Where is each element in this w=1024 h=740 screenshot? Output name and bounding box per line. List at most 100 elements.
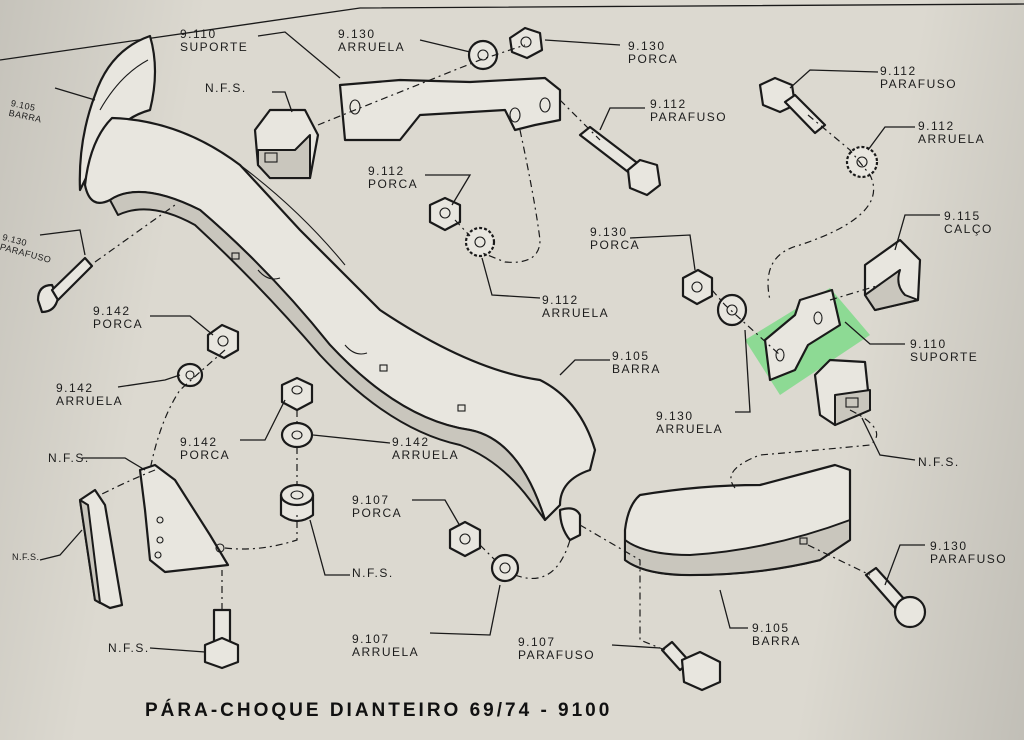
plate-nfs <box>78 488 124 610</box>
assembly-line <box>559 99 601 141</box>
part-code: 9.110 <box>910 337 947 351</box>
label-nfs-right: N.F.S. <box>918 456 960 469</box>
washer-top <box>467 39 499 71</box>
nut-mid-right <box>681 268 714 306</box>
part-code: 9.107 <box>518 635 556 649</box>
part-code: 9.130 <box>590 225 628 239</box>
top-mounting-bracket <box>338 76 562 142</box>
bolt-9107 <box>660 640 722 692</box>
part-name: PORCA <box>368 177 419 191</box>
part-name: N.F.S. <box>918 455 960 469</box>
label-9112-parafuso-right: 9.112 PARAFUSO <box>880 65 957 91</box>
part-code: 9.142 <box>56 381 94 395</box>
part-name: ARRUELA <box>656 422 724 436</box>
label-9112-arruela-right: 9.112 ARRUELA <box>918 120 985 146</box>
assembly-line <box>711 289 781 356</box>
part-code: 9.142 <box>93 304 131 318</box>
part-code: 9.130 <box>628 39 666 53</box>
label-9112-parafuso-mid: 9.112 PARAFUSO <box>650 98 727 124</box>
label-nfs-top: N.F.S. <box>205 82 247 95</box>
part-code: 9.130 <box>656 409 694 423</box>
label-9142-porca-mid: 9.142 PORCA <box>180 436 230 462</box>
part-name: N.F.S. <box>205 81 247 95</box>
part-name: PORCA <box>352 506 403 520</box>
bolt-left-9130 <box>36 256 94 314</box>
assembly-line <box>149 349 226 471</box>
spacer-sleeve <box>279 483 315 523</box>
bar-section-right <box>623 463 852 577</box>
washer-mid-right <box>716 293 748 327</box>
label-9130-arruela-top: 9.130 ARRUELA <box>338 28 405 54</box>
label-9107-porca: 9.107 PORCA <box>352 494 402 520</box>
label-9107-parafuso: 9.107 PARAFUSO <box>518 636 595 662</box>
label-9142-arruela-left: 9.142 ARRUELA <box>56 382 123 408</box>
part-name: CALÇO <box>944 222 993 236</box>
label-9142-porca-left: 9.142 PORCA <box>93 305 143 331</box>
label-9130-porca-top: 9.130 PORCA <box>628 40 678 66</box>
part-name: BARRA <box>752 634 801 648</box>
label-9115-calco: 9.115 CALÇO <box>944 210 993 236</box>
label-9130-parafuso-right: 9.130 PARAFUSO <box>930 540 1007 566</box>
label-9130-arruela-mid: 9.130 ARRUELA <box>656 410 723 436</box>
assembly-line <box>99 469 156 496</box>
part-name: PARAFUSO <box>518 648 596 662</box>
nut-9142-mid <box>280 376 314 412</box>
assembly-line <box>454 219 471 237</box>
nut-top <box>508 26 544 60</box>
part-name: ARRUELA <box>542 306 610 320</box>
label-9130-porca-mid: 9.130 PORCA <box>590 226 640 252</box>
label-nfs-spacer: N.F.S. <box>352 567 394 580</box>
washer-9142-mid <box>280 421 314 449</box>
part-code: 9.112 <box>880 64 917 78</box>
part-code: 9.110 <box>180 27 217 41</box>
part-code: 9.112 <box>542 293 579 307</box>
part-code: 9.142 <box>392 435 430 449</box>
part-code: 9.107 <box>352 632 390 646</box>
part-code: 9.107 <box>352 493 390 507</box>
bolt-nfs-bottom <box>203 608 240 670</box>
leader-lines <box>39 31 940 653</box>
part-code: 9.130 <box>930 539 968 553</box>
nut-9112 <box>428 196 462 232</box>
assembly-line <box>479 544 496 561</box>
part-name: PORCA <box>590 238 641 252</box>
part-name: PORCA <box>180 448 231 462</box>
assembly-line <box>317 44 526 126</box>
part-name: ARRUELA <box>918 132 986 146</box>
label-nfs-plate: N.F.S. <box>12 552 40 562</box>
label-9105-barra-mid: 9.105 BARRA <box>612 350 661 376</box>
part-name: ARRUELA <box>352 645 420 659</box>
bolt-top-right <box>758 76 827 135</box>
assembly-line <box>807 544 871 576</box>
lower-bracket-left <box>138 463 230 574</box>
label-9110-suporte-top: 9.110 SUPORTE <box>180 28 248 54</box>
part-code: 9.112 <box>918 119 955 133</box>
label-nfs-bolt: N.F.S. <box>108 642 150 655</box>
lock-washer-top-right <box>845 145 879 179</box>
part-name: SUPORTE <box>180 40 249 54</box>
part-name: PORCA <box>628 52 679 66</box>
washer-9142-left <box>176 362 204 388</box>
lock-washer-9112-mid <box>464 226 496 258</box>
part-code: 9.112 <box>650 97 687 111</box>
part-name: ARRUELA <box>338 40 406 54</box>
front-bumper-bar <box>83 116 597 522</box>
part-name: ARRUELA <box>56 394 124 408</box>
shim-9115 <box>863 238 922 312</box>
rubber-block-top <box>253 108 320 180</box>
label-9105-barra-bottom: 9.105 BARRA <box>752 622 801 648</box>
part-name: PARAFUSO <box>930 552 1008 566</box>
label-9110-suporte-right: 9.110 SUPORTE <box>910 338 978 364</box>
part-code: 9.115 <box>944 209 981 223</box>
part-name: BARRA <box>612 362 661 376</box>
assembly-line <box>479 129 541 263</box>
part-name: SUPORTE <box>910 350 979 364</box>
part-name: PARAFUSO <box>880 77 958 91</box>
assembly-line <box>224 515 298 550</box>
bolt-mid <box>578 125 662 197</box>
assembly-line <box>767 114 875 301</box>
part-name: PARAFUSO <box>650 110 728 124</box>
part-code: 9.105 <box>752 621 790 635</box>
